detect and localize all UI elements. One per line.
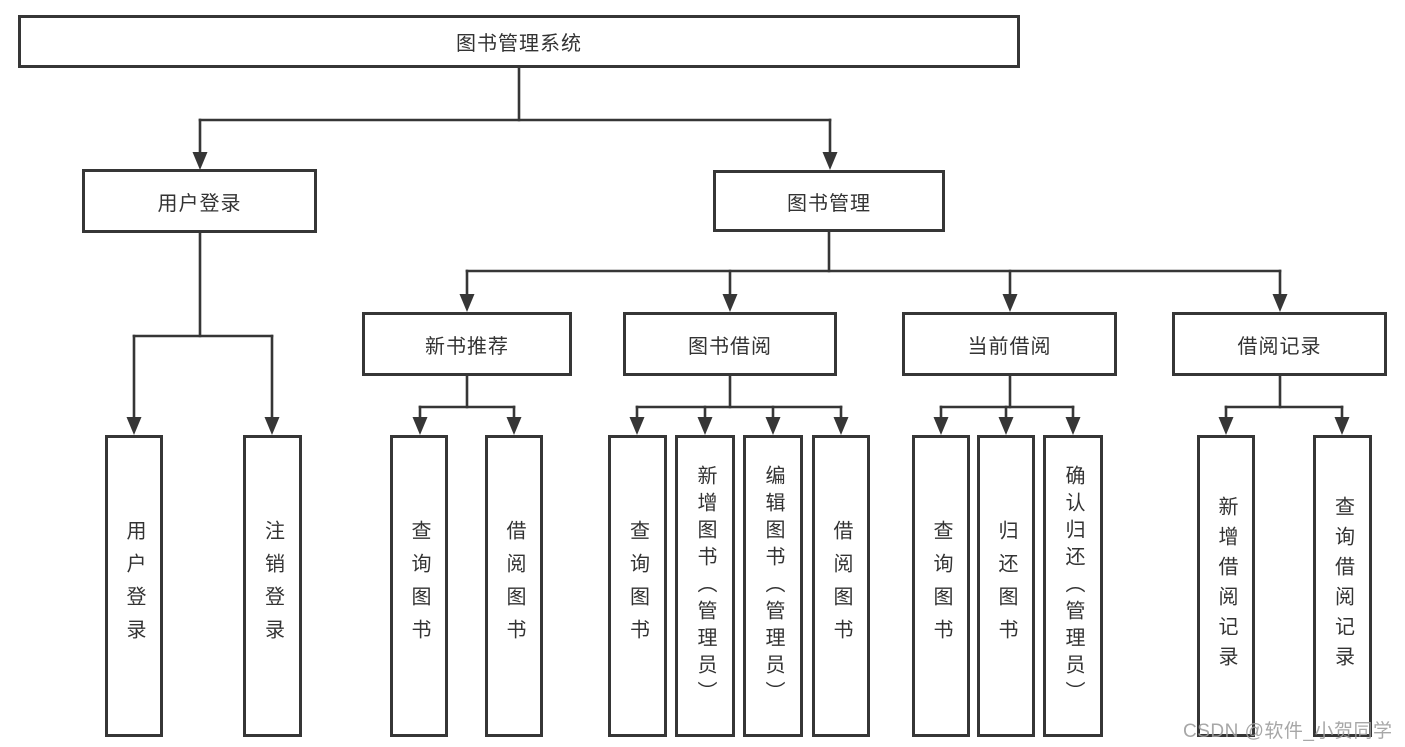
node-new-book-recommend: 新书推荐	[362, 312, 572, 376]
leaf-query-books-current: 查询图书	[912, 435, 970, 737]
leaf-query-borrow-record: 查询借阅记录	[1313, 435, 1372, 737]
leaf-label: 查询借阅记录	[1331, 496, 1354, 676]
arrow-down-icon	[126, 417, 142, 435]
arrow-down-icon	[192, 152, 208, 170]
leaf-borrow-books: 借阅图书	[812, 435, 870, 737]
leaf-label: 新增图书（管理员）	[694, 464, 716, 708]
leaf-label: 查询图书	[408, 520, 430, 652]
arrowheads	[126, 152, 1350, 435]
arrow-down-icon	[1002, 294, 1018, 312]
arrow-down-icon	[933, 417, 949, 435]
node-book-management: 图书管理	[713, 170, 945, 232]
leaf-label: 编辑图书（管理员）	[762, 464, 784, 708]
arrow-down-icon	[722, 294, 738, 312]
node-current-borrow: 当前借阅	[902, 312, 1117, 376]
arrow-down-icon	[412, 417, 428, 435]
arrow-down-icon	[1065, 417, 1081, 435]
node-book-borrow: 图书借阅	[623, 312, 837, 376]
node-borrow-records: 借阅记录	[1172, 312, 1387, 376]
arrow-down-icon	[697, 417, 713, 435]
node-label: 图书管理系统	[456, 33, 582, 55]
arrow-down-icon	[459, 294, 475, 312]
arrow-down-icon	[833, 417, 849, 435]
leaf-edit-book-admin: 编辑图书（管理员）	[743, 435, 803, 737]
csdn-watermark: CSDN @软件_小贺同学	[1183, 721, 1393, 742]
leaf-borrow-books-recommend: 借阅图书	[485, 435, 543, 737]
arrow-down-icon	[264, 417, 280, 435]
leaf-logout: 注销登录	[243, 435, 302, 737]
leaf-label: 注销登录	[261, 520, 284, 652]
arrow-down-icon	[506, 417, 522, 435]
leaf-query-books-borrow: 查询图书	[608, 435, 667, 737]
node-label: 当前借阅	[967, 335, 1052, 358]
arrow-down-icon	[998, 417, 1014, 435]
arrow-down-icon	[765, 417, 781, 435]
leaf-confirm-return-admin: 确认归还（管理员）	[1043, 435, 1103, 737]
leaf-label: 新增借阅记录	[1215, 496, 1237, 676]
node-label: 用户登录	[157, 192, 242, 215]
leaf-label: 用户登录	[123, 520, 145, 652]
leaf-add-borrow-record: 新增借阅记录	[1197, 435, 1255, 737]
arrow-down-icon	[1218, 417, 1234, 435]
node-label: 借阅记录	[1237, 335, 1322, 358]
node-label: 新书推荐	[425, 335, 509, 358]
leaf-label: 借阅图书	[830, 520, 852, 652]
leaf-label: 借阅图书	[503, 520, 525, 652]
leaf-label: 归还图书	[995, 520, 1017, 652]
node-user-login: 用户登录	[82, 169, 317, 233]
arrow-down-icon	[629, 417, 645, 435]
node-label: 图书管理	[787, 192, 871, 215]
node-label: 图书借阅	[688, 335, 772, 358]
leaf-user-login: 用户登录	[105, 435, 163, 737]
leaf-label: 确认归还（管理员）	[1062, 464, 1084, 708]
leaf-return-book: 归还图书	[977, 435, 1035, 737]
arrow-down-icon	[1272, 294, 1288, 312]
node-library-management-system: 图书管理系统	[18, 15, 1020, 68]
leaf-query-books-recommend: 查询图书	[390, 435, 448, 737]
arrow-down-icon	[822, 152, 838, 170]
leaf-add-book-admin: 新增图书（管理员）	[675, 435, 735, 737]
arrow-down-icon	[1334, 417, 1350, 435]
leaf-label: 查询图书	[930, 520, 952, 652]
leaf-label: 查询图书	[626, 520, 649, 652]
